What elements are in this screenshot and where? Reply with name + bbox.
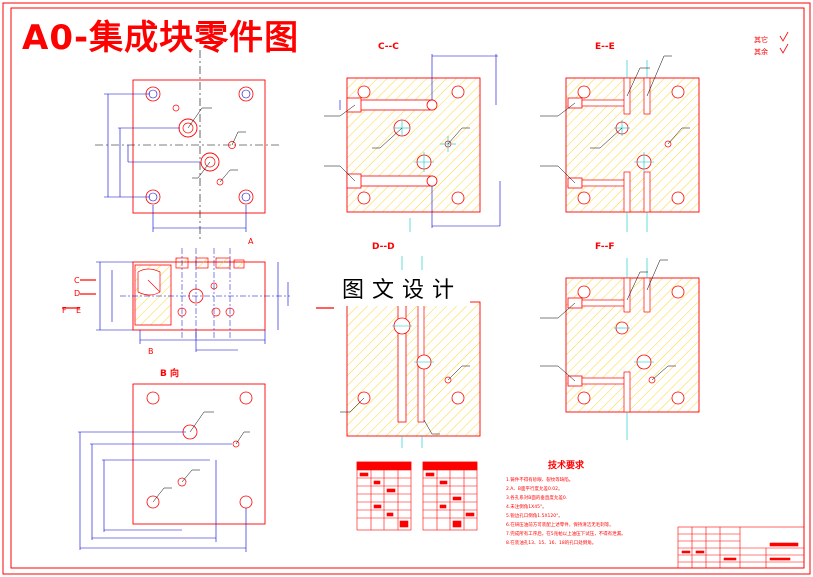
section-ee-view xyxy=(540,55,700,232)
b-view xyxy=(78,383,266,552)
front-view xyxy=(95,50,282,240)
title-block xyxy=(677,526,805,569)
tech-note-3: 3.各孔系对B面的垂直度允差0. xyxy=(506,494,567,501)
cut-label-d: D xyxy=(74,289,80,298)
section-dd-label: D--D xyxy=(372,242,395,252)
section-cc-label: C--C xyxy=(378,42,399,52)
parts-table-1 xyxy=(356,461,412,531)
tech-note-4: 4.未注倒角1X45°。 xyxy=(506,503,547,510)
tech-note-1: 1.铸件不得有砂眼、裂纹等缺陷。 xyxy=(506,476,573,483)
view-b-label: B 向 xyxy=(160,367,179,379)
tech-note-6: 6.在研压油前方可装配上述零件，保持清洁无毛刺等。 xyxy=(506,521,614,528)
parts-table-2 xyxy=(422,461,478,531)
tech-note-7: 7.完成所有工序后，在5兆帕以上油压下试压，不得有泄漏。 xyxy=(506,530,626,537)
side-view: C D F E A B xyxy=(62,237,334,356)
cut-label-b: B xyxy=(148,347,154,356)
section-ee-label: E--E xyxy=(595,42,615,52)
cut-label-e: E xyxy=(76,306,81,315)
tech-note-8: 8.在装油孔13、15、16、18的孔口处倒角。 xyxy=(506,539,596,546)
watermark-text: 图文设计 xyxy=(334,270,471,306)
roughness-label-1: 其它 xyxy=(754,35,768,44)
roughness-label-2: 其余 xyxy=(754,47,768,56)
section-dd-view xyxy=(340,256,481,448)
tech-note-5: 5.锐边孔口倒角1.5X120°。 xyxy=(506,512,563,519)
tech-note-2: 2.A、B面平行度允差0.02。 xyxy=(506,485,562,492)
section-ff-label: F--F xyxy=(595,242,615,252)
section-cc-view xyxy=(324,54,501,232)
cut-label-f: F xyxy=(62,306,67,315)
tech-requirements: 技术要求 1.铸件不得有砂眼、裂纹等缺陷。 2.A、B面平行度允差0.02。 3… xyxy=(506,459,626,546)
cut-label-c: C xyxy=(74,276,80,285)
roughness-marks: 其它 其余 xyxy=(754,31,789,56)
inner-border xyxy=(10,7,805,569)
tech-heading: 技术要求 xyxy=(548,459,585,471)
drawing-title: A0-集成块零件图 xyxy=(22,18,300,58)
cut-label-a: A xyxy=(248,237,254,246)
section-ff-view xyxy=(540,258,700,440)
